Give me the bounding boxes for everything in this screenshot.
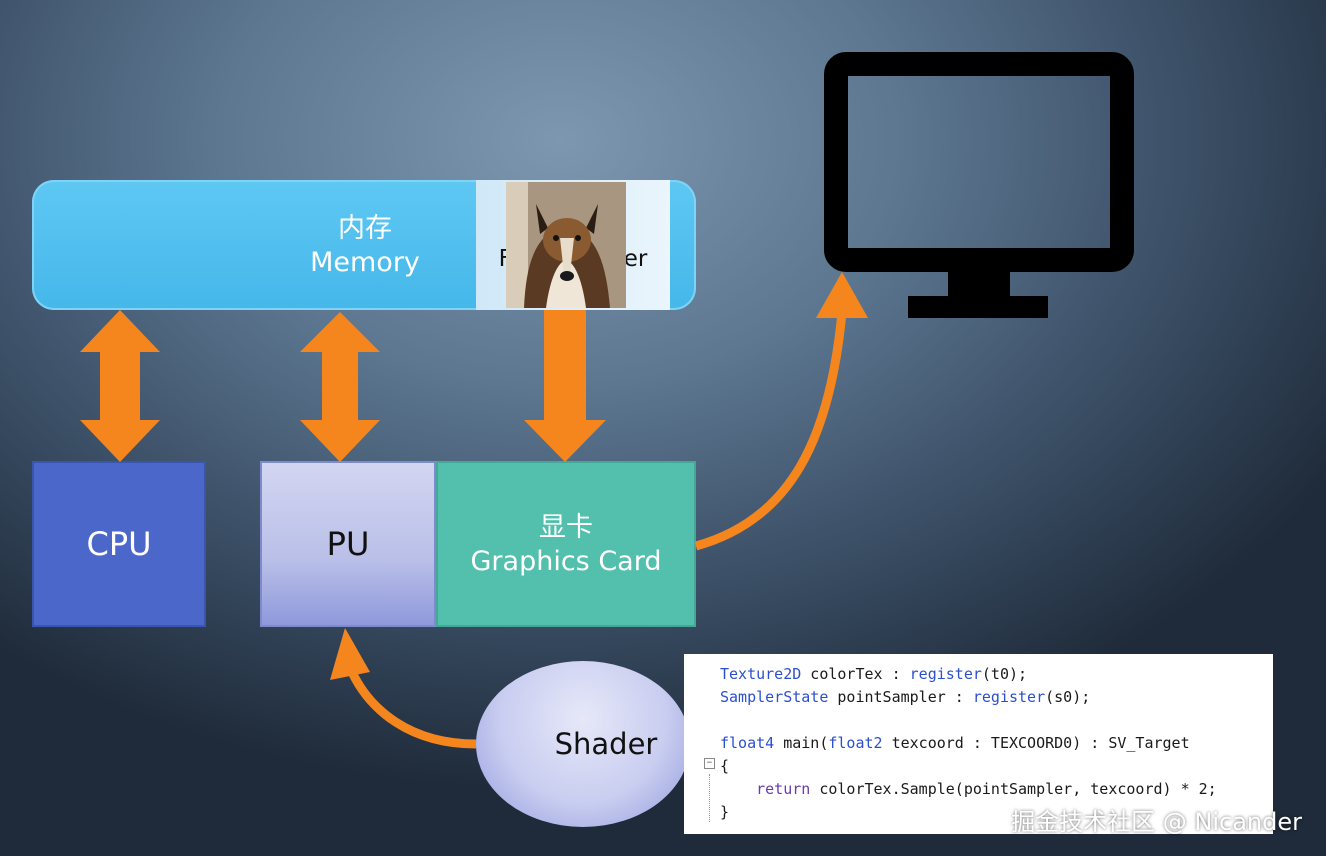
- dog-photo: [506, 182, 626, 308]
- graphics-card-label: 显卡 Graphics Card: [438, 511, 694, 579]
- fold-toggle-icon[interactable]: −: [704, 758, 715, 769]
- graphics-card-block: 显卡 Graphics Card: [436, 461, 696, 627]
- shader-label: Shader: [554, 727, 658, 761]
- memory-title-en: Memory: [310, 247, 420, 278]
- shader-pu-arrow-line: [347, 670, 477, 749]
- memory-label: 内存 Memory: [270, 212, 460, 280]
- watermark: 掘金技术社区 @ Nicander: [1011, 808, 1302, 836]
- code-line-1: Texture2D colorTex : register(t0);: [720, 665, 1028, 683]
- memory-title-cn: 内存: [338, 213, 392, 244]
- graphics-card-title-en: Graphics Card: [470, 546, 662, 577]
- shader-pu-arrowhead: [330, 628, 370, 680]
- pu-memory-arrow: [300, 312, 380, 462]
- code-panel: Texture2D colorTex : register(t0); Sampl…: [684, 654, 1273, 834]
- monitor-icon: [824, 52, 1134, 318]
- pu-block: PU: [260, 461, 436, 627]
- gpu-monitor-arrowhead: [816, 272, 868, 318]
- code-line-2: SamplerState pointSampler : register(s0)…: [720, 688, 1091, 706]
- dog-photo-icon: [506, 182, 626, 308]
- gpu-monitor-arrow-line: [694, 311, 847, 551]
- cpu-label: CPU: [86, 525, 152, 563]
- code-indent-guide: [709, 774, 710, 822]
- code-line-5: {: [720, 757, 730, 775]
- code-line-7: }: [720, 803, 730, 821]
- shader-ellipse: [476, 661, 690, 827]
- cpu-memory-arrow: [80, 310, 160, 462]
- cpu-block: CPU: [32, 461, 206, 627]
- pu-label: PU: [326, 525, 370, 563]
- graphics-card-title-cn: 显卡: [539, 512, 593, 543]
- code-line-4: float4 main(float2 texcoord : TEXCOORD0)…: [720, 734, 1190, 752]
- code-line-6: return colorTex.Sample(pointSampler, tex…: [756, 780, 1217, 798]
- framebuffer-gpu-arrow: [524, 310, 606, 462]
